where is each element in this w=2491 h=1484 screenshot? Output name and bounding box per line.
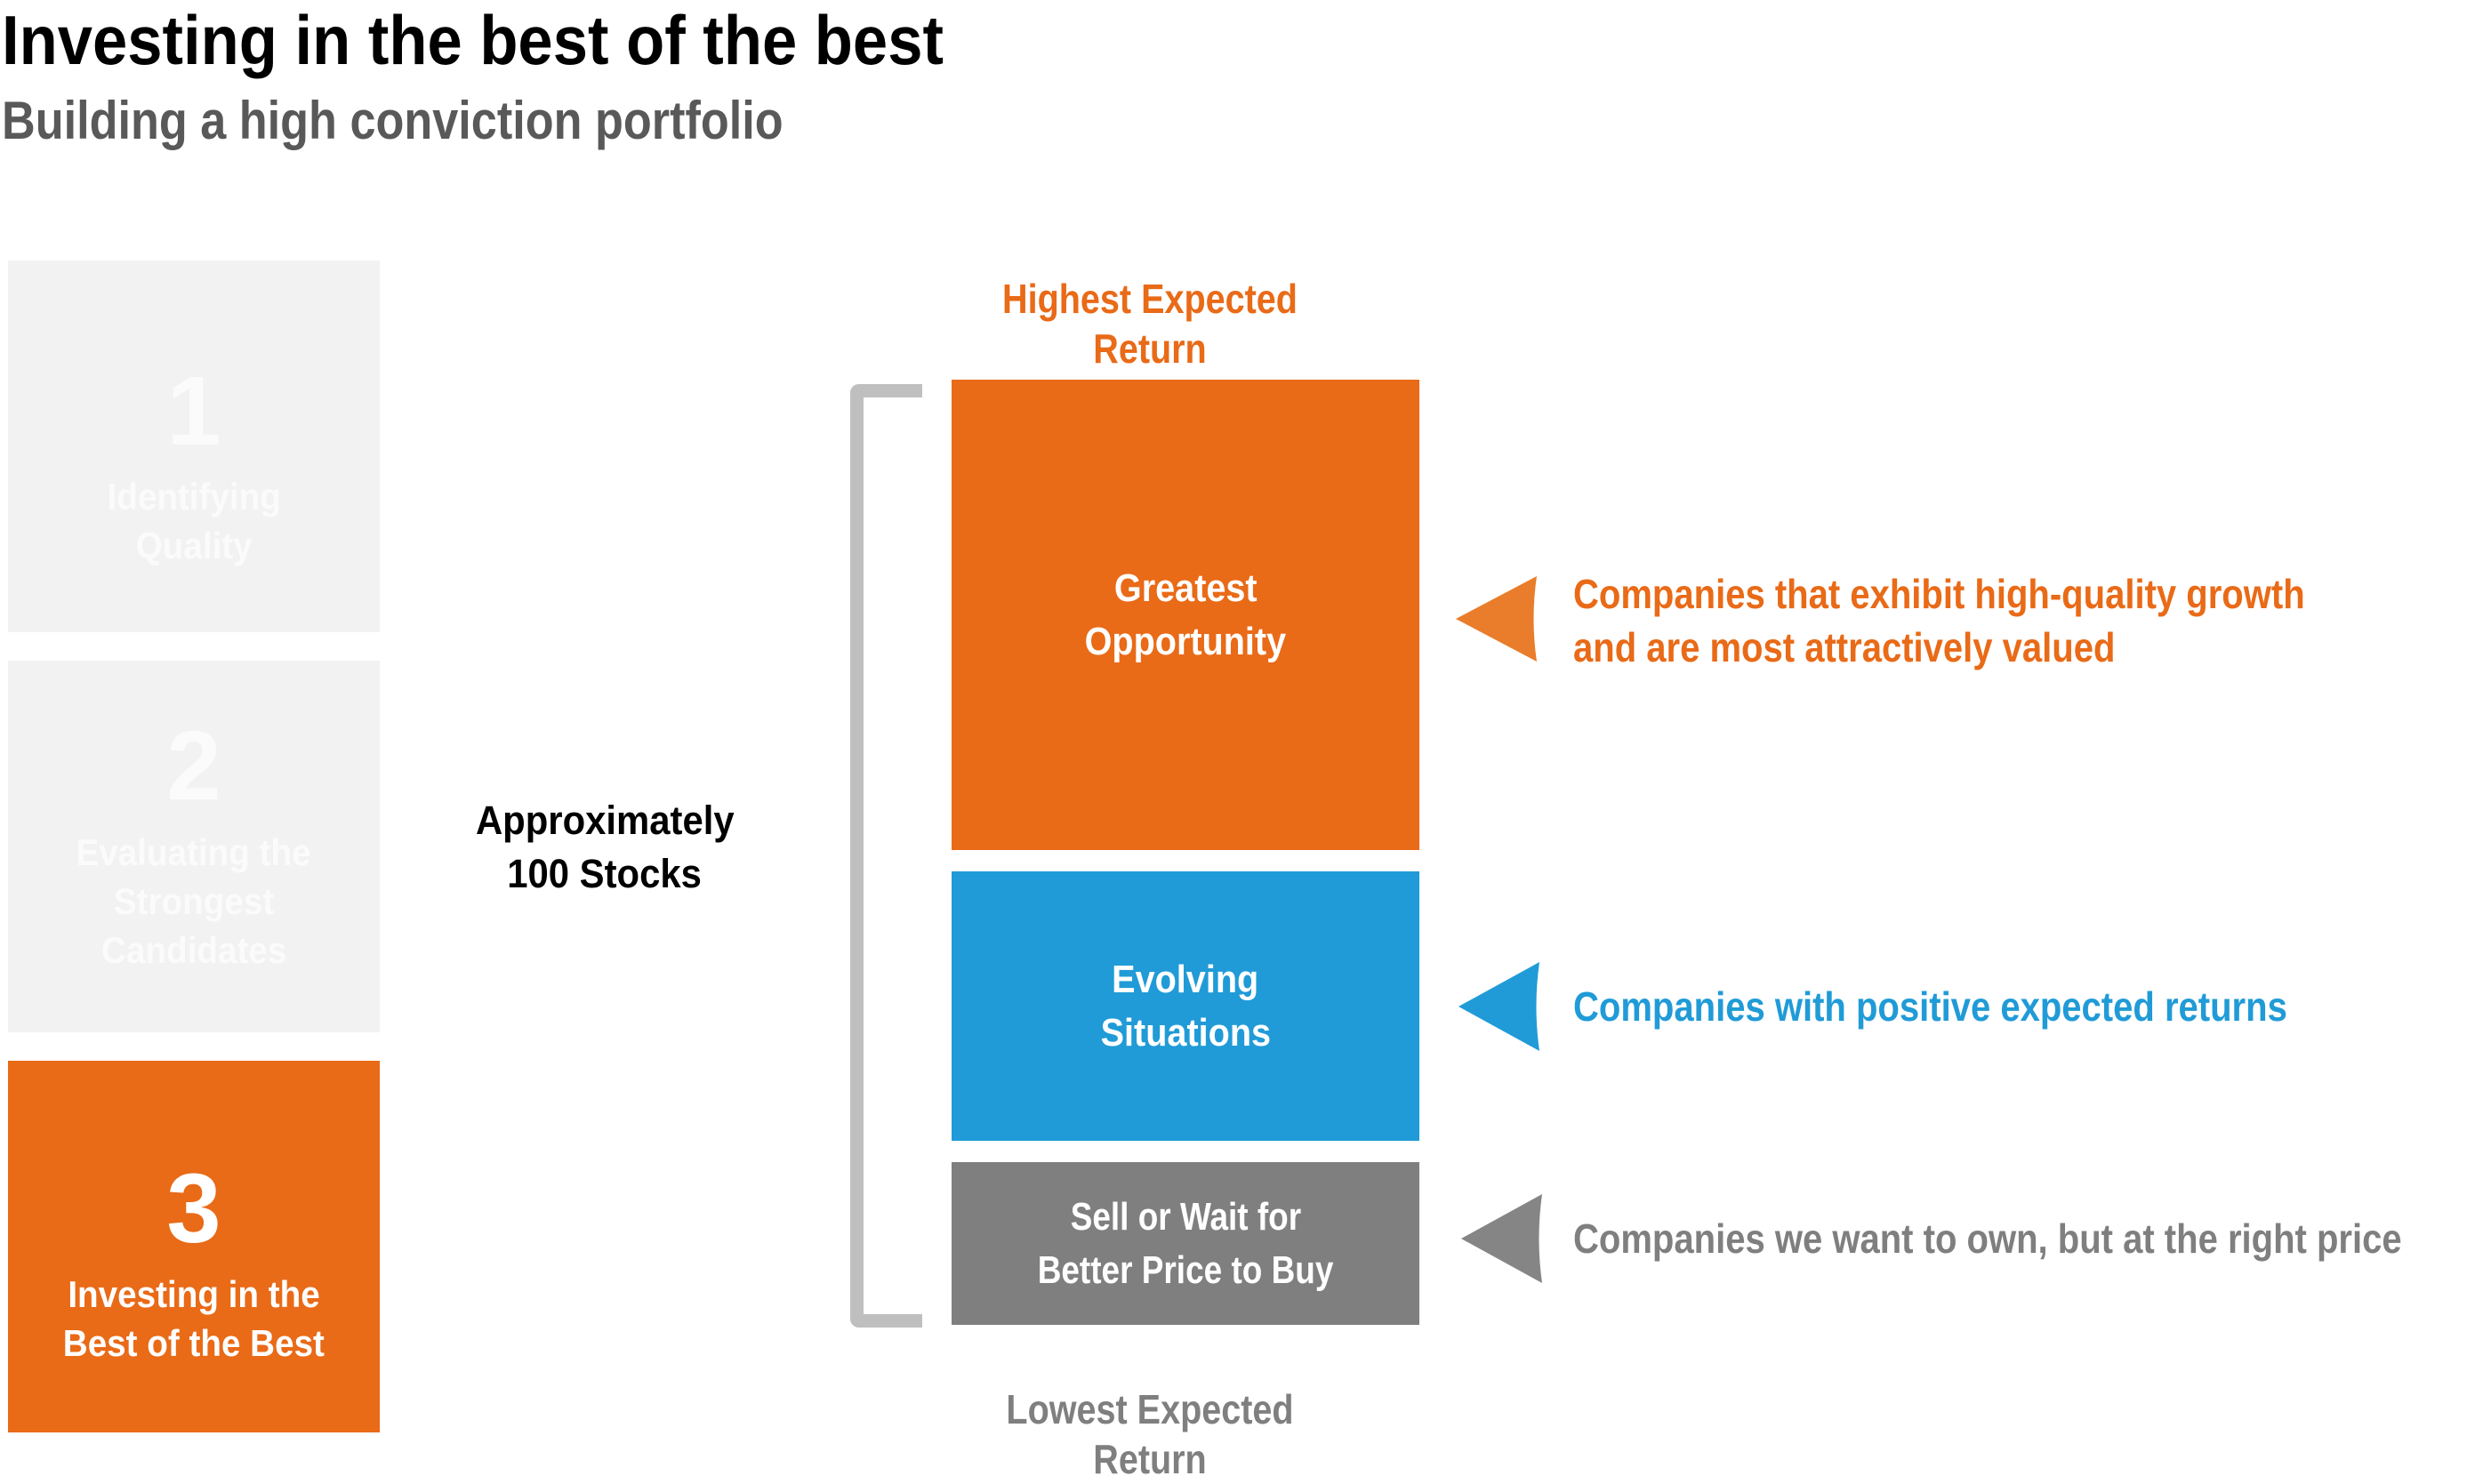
step-label: Identifying Quality	[107, 476, 281, 566]
arrow-left-icon	[1458, 962, 1539, 1051]
arrow-shape	[1456, 576, 1537, 662]
lowest-return-caption: Lowest Expected Return	[1006, 1386, 1294, 1482]
tier-label: Evolving Situations	[1100, 957, 1271, 1055]
tier-description-evolving-situations: Companies with positive expected returns	[1573, 983, 2287, 1030]
step-label: Investing in the Best of the Best	[62, 1273, 325, 1364]
tier-sell-or-wait: Sell or Wait for Better Price to Buy	[952, 1162, 1419, 1325]
step-number: 3	[166, 1154, 221, 1263]
tier-description-greatest-opportunity: Companies that exhibit high-quality grow…	[1573, 571, 2305, 670]
arrow-shape	[1461, 1194, 1542, 1283]
step-card-evaluating-candidates: 2 Evaluating the Strongest Candidates	[8, 661, 380, 1032]
arrow-left-icon	[1461, 1194, 1542, 1283]
step-card-identifying-quality: 1 Identifying Quality	[8, 261, 380, 632]
tier-label: Sell or Wait for Better Price to Buy	[1037, 1194, 1334, 1292]
page-title: Investing in the best of the best	[2, 1, 944, 79]
tier-label: Greatest Opportunity	[1084, 566, 1287, 663]
arrow-left-icon	[1456, 576, 1537, 662]
portfolio-size-label: Approximately 100 Stocks	[475, 798, 735, 896]
step-number: 2	[166, 711, 221, 821]
arrow-shape	[1458, 962, 1539, 1051]
page-subtitle: Building a high conviction portfolio	[2, 91, 783, 150]
tier-evolving-situations: Evolving Situations	[952, 871, 1419, 1141]
highest-return-caption: Highest Expected Return	[1002, 276, 1298, 372]
step-card-investing-best-active: 3 Investing in the Best of the Best	[8, 1061, 380, 1432]
portfolio-bracket	[850, 384, 922, 1328]
tier-greatest-opportunity: Greatest Opportunity	[952, 380, 1419, 850]
tier-description-sell-or-wait: Companies we want to own, but at the rig…	[1573, 1215, 2402, 1262]
step-label: Evaluating the Strongest Candidates	[76, 831, 312, 971]
step-number: 1	[166, 357, 221, 466]
